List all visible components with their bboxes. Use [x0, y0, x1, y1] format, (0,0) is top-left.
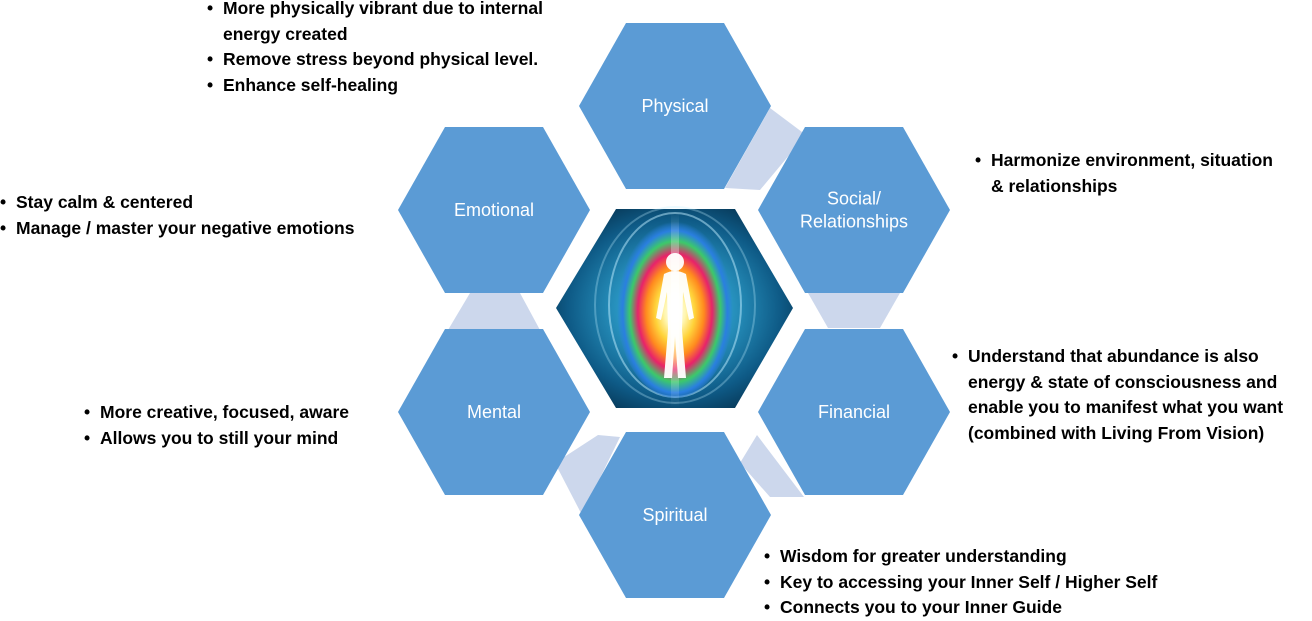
hexagon-emotional [398, 127, 590, 293]
list-item: Key to accessing your Inner Self / Highe… [764, 570, 1194, 596]
social-benefits-list: Harmonize environment, situation & relat… [975, 148, 1275, 199]
list-item: Connects you to your Inner Guide [764, 595, 1194, 621]
list-item: More physically vibrant due to internal … [207, 0, 579, 47]
connector-spiritual-mental [555, 435, 620, 515]
list-item: Harmonize environment, situation & relat… [975, 148, 1275, 199]
mental-benefits-list: More creative, focused, aware Allows you… [84, 400, 394, 451]
financial-benefits-list: Understand that abundance is also energy… [952, 344, 1312, 446]
list-item: More creative, focused, aware [84, 400, 394, 426]
list-item: Remove stress beyond physical level. [207, 47, 579, 73]
connector-financial-spiritual [740, 435, 804, 497]
list-item: Manage / master your negative emotions [0, 216, 400, 242]
hexagon-mental [398, 329, 590, 495]
hexagon-label-mental: Mental [467, 402, 521, 422]
connector-mental-emotional [448, 293, 540, 330]
hexagon-label-spiritual: Spiritual [642, 505, 707, 525]
list-item: Allows you to still your mind [84, 426, 394, 452]
connector-social-financial [808, 293, 900, 328]
list-item: Stay calm & centered [0, 190, 400, 216]
hexagon-label-emotional: Emotional [454, 200, 534, 220]
physical-benefits-list: More physically vibrant due to internal … [207, 0, 579, 98]
connector-physical-social [725, 108, 806, 190]
hexagon-physical [579, 23, 771, 189]
hexagon-label-social: Social/Relationships [800, 189, 908, 232]
emotional-benefits-list: Stay calm & centered Manage / master you… [0, 190, 400, 241]
hexagon-label-physical: Physical [641, 96, 708, 116]
hexagon-label-financial: Financial [818, 402, 890, 422]
list-item: Enhance self-healing [207, 73, 579, 99]
hexagon-financial [758, 329, 950, 495]
spiritual-benefits-list: Wisdom for greater understanding Key to … [764, 544, 1194, 621]
hexagon-spiritual [579, 432, 771, 598]
human-silhouette-icon [656, 253, 694, 378]
list-item: Wisdom for greater understanding [764, 544, 1194, 570]
list-item: Understand that abundance is also energy… [952, 344, 1312, 446]
hexagon-social [758, 127, 950, 293]
aura-body-image [556, 206, 793, 408]
